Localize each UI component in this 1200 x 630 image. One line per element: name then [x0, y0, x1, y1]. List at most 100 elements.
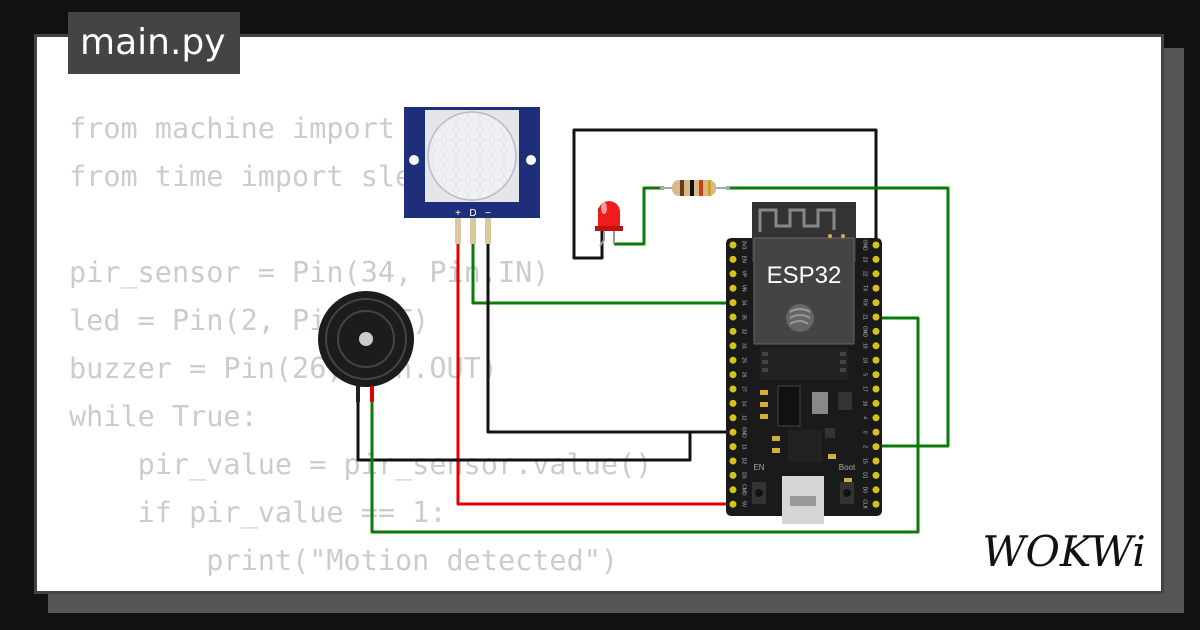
board-pin-label: 25 — [741, 357, 747, 363]
board-pin[interactable] — [872, 385, 880, 393]
wire-resistor-gpio2 — [726, 186, 950, 448]
board-pin[interactable] — [729, 443, 737, 451]
pir-sensor[interactable]: + D − — [404, 107, 540, 244]
board-pin[interactable] — [729, 356, 737, 364]
board-pin[interactable] — [872, 299, 880, 307]
board-pin-label: 13 — [741, 444, 747, 450]
wire-pir-vcc — [456, 244, 733, 506]
board-pin[interactable] — [729, 457, 737, 465]
board-pin-label: 19 — [862, 343, 868, 349]
board-pin-label: D3 — [741, 472, 747, 479]
board-pin[interactable] — [729, 270, 737, 278]
wire-buzzer-gnd — [356, 400, 692, 462]
board-pin-label: 15 — [862, 458, 868, 464]
board-pin[interactable] — [872, 471, 880, 479]
board-pin-label: GND — [862, 326, 868, 338]
board-pin-label: 27 — [741, 386, 747, 392]
board-pin-label: RX — [862, 299, 868, 307]
board-pin[interactable] — [729, 327, 737, 335]
board-pin[interactable] — [872, 443, 880, 451]
pir-pin-label-signal: D — [469, 208, 476, 219]
board-pin-label: 5 — [862, 373, 868, 376]
board-pin-label: 23 — [862, 257, 868, 263]
board-pin[interactable] — [872, 399, 880, 407]
board-pin[interactable] — [872, 457, 880, 465]
board-pin-label: 32 — [741, 329, 747, 335]
board-pin-label: D1 — [862, 472, 868, 479]
board-pin[interactable] — [872, 356, 880, 364]
board-pin[interactable] — [729, 313, 737, 321]
code-line: while True: — [69, 400, 258, 433]
board-pin[interactable] — [872, 500, 880, 508]
code-line: if pir_value == 1: — [69, 496, 447, 529]
board-pin-label: 21 — [862, 314, 868, 320]
esp32-chip-label: ESP32 — [767, 262, 842, 289]
wokwi-logo: WOKWi — [982, 527, 1145, 576]
board-pin[interactable] — [729, 500, 737, 508]
board-pin[interactable] — [872, 270, 880, 278]
board-pin-label: 12 — [741, 415, 747, 421]
board-pin[interactable] — [872, 342, 880, 350]
code-line: pir_value = pir_sensor.value() — [69, 448, 653, 481]
board-pin[interactable] — [872, 241, 880, 249]
board-pin-label: 16 — [862, 401, 868, 407]
board-pin-label: TX — [862, 285, 868, 292]
board-pin-label: EN — [741, 256, 747, 263]
board-pin[interactable] — [872, 371, 880, 379]
left-pin-header: 3V3ENVPVN343532332526271412GND13D2D3CMD5… — [729, 241, 747, 508]
board-pin[interactable] — [872, 284, 880, 292]
board-pin-label: 14 — [741, 401, 747, 407]
wire-pir-gnd — [486, 244, 733, 434]
board-pin-label: 18 — [862, 357, 868, 363]
board-pin[interactable] — [729, 385, 737, 393]
board-pin-label: VN — [741, 285, 747, 292]
wire-led-resistor — [614, 186, 664, 246]
board-pin-label: 17 — [862, 386, 868, 392]
board-pin[interactable] — [729, 371, 737, 379]
board-pin-label: CLK — [862, 499, 868, 509]
board-pin[interactable] — [872, 486, 880, 494]
wire-pir-signal — [471, 244, 733, 305]
buzzer[interactable] — [318, 291, 414, 402]
board-pin-label: 3V3 — [741, 241, 747, 250]
board-pin-label: 2 — [862, 445, 868, 448]
board-pin[interactable] — [872, 414, 880, 422]
board-pin[interactable] — [729, 428, 737, 436]
board-pin[interactable] — [729, 399, 737, 407]
board-pin[interactable] — [872, 313, 880, 321]
board-pin-label: 0 — [862, 431, 868, 434]
code-line: print("Motion detected") — [69, 544, 619, 577]
board-pin[interactable] — [872, 327, 880, 335]
board-pin[interactable] — [729, 471, 737, 479]
board-pin[interactable] — [729, 486, 737, 494]
board-pin[interactable] — [729, 342, 737, 350]
boot-button-label: Boot — [839, 463, 856, 472]
board-pin-label: D2 — [741, 458, 747, 465]
pir-pin-label-vcc: + — [455, 208, 461, 219]
board-pin[interactable] — [729, 255, 737, 263]
resistor[interactable] — [660, 180, 730, 196]
board-pin-label: D0 — [862, 487, 868, 494]
board-pin-label: 4 — [862, 416, 868, 419]
board-pin-label: CMD — [741, 484, 747, 496]
wokwi-logo-text: WOKWi — [982, 527, 1145, 576]
board-pin[interactable] — [729, 284, 737, 292]
red-led[interactable] — [595, 201, 623, 247]
board-pin[interactable] — [729, 299, 737, 307]
board-pin[interactable] — [872, 428, 880, 436]
board-pin[interactable] — [729, 414, 737, 422]
board-pin-label: GND — [862, 239, 868, 251]
board-pin-label: 5V — [741, 501, 747, 508]
board-pin[interactable] — [729, 241, 737, 249]
board-pin-label: 22 — [862, 271, 868, 277]
board-pin-label: 34 — [741, 300, 747, 306]
pir-pin-label-gnd: − — [485, 208, 491, 219]
board-pin[interactable] — [872, 255, 880, 263]
board-pin-label: 35 — [741, 314, 747, 320]
esp32-board[interactable]: ESP32 EN Boot 3V3ENVPVN34353233252627141… — [726, 202, 882, 524]
file-tab-main-py[interactable]: main.py — [68, 12, 240, 74]
